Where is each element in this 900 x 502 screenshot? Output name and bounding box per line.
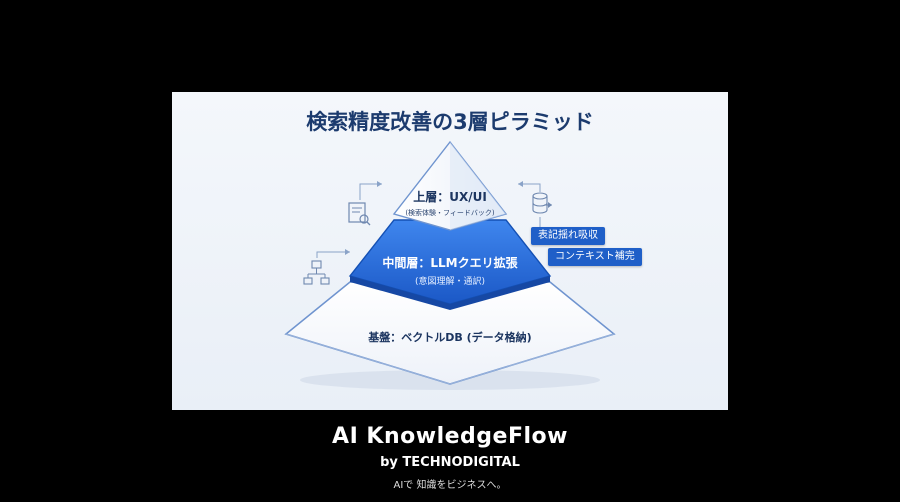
base-layer-title: 基盤：ベクトルDB (データ格納) (368, 331, 532, 344)
top-layer-subtitle: (検索体験・フィードバック) (405, 209, 495, 217)
brand-name: AI KnowledgeFlow (332, 424, 568, 449)
document-search-icon (348, 202, 371, 226)
pyramid-middle-edge (350, 276, 550, 310)
callout-badge-context: コンテキスト補完 (548, 248, 642, 266)
top-layer-title: 上層：UX/UI (413, 190, 487, 204)
connector-left-mid (316, 251, 350, 258)
brand-byline: by TECHNODIGITAL (380, 455, 520, 470)
middle-layer-title: 中間層：LLMクエリ拡張 (382, 256, 518, 270)
slide-title: 検索精度改善の3層ピラミッド (306, 110, 594, 134)
connector-arrow (345, 249, 350, 255)
pyramid-base-edge (285, 333, 615, 385)
pyramid-diagram (284, 140, 616, 390)
connector-right-top (518, 183, 541, 192)
database-icon (532, 192, 552, 214)
brand-tagline: AIで 知識をビジネスへ。 (393, 480, 507, 491)
connector-arrow (377, 181, 382, 187)
connector-left-top (359, 183, 382, 200)
middle-layer-subtitle: (意図理解・通訳) (414, 277, 486, 287)
slide-image: 検索精度改善の3層ピラミッド 上層：UX/UI (検索体験・フィードバック) 中… (172, 92, 728, 410)
pyramid-top-shade (450, 142, 506, 230)
hierarchy-icon (303, 260, 330, 285)
callout-badge-notation: 表記揺れ吸収 (531, 227, 605, 245)
connector-arrow (518, 181, 523, 187)
